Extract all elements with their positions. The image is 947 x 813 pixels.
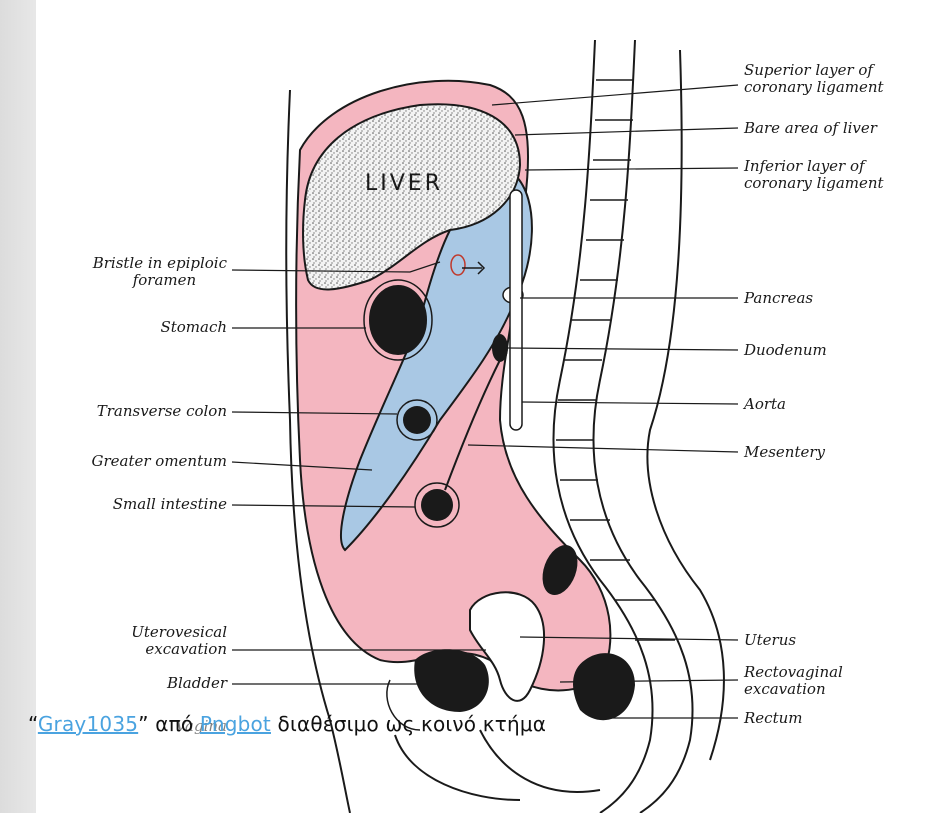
label-duodenum: Duodenum xyxy=(744,342,827,359)
label-mesentery: Mesentery xyxy=(744,444,825,461)
label-transverse-colon: Transverse colon xyxy=(97,403,227,420)
label-uterus: Uterus xyxy=(744,632,796,649)
label-uterovesical: Uterovesical excavation xyxy=(131,624,227,658)
label-bare-area: Bare area of liver xyxy=(744,120,877,137)
label-inferior-layer: Inferior layer of coronary ligament xyxy=(744,158,884,192)
duodenum xyxy=(492,334,508,362)
label-aorta: Aorta xyxy=(744,396,786,413)
stomach xyxy=(370,286,426,354)
bladder xyxy=(414,649,489,712)
caption-link-gray1035[interactable]: Gray1035 xyxy=(38,712,138,736)
label-small-intestine: Small intestine xyxy=(113,496,227,513)
small-intestine xyxy=(421,489,453,521)
caption-middle: ” από xyxy=(138,712,200,736)
label-superior-layer: Superior layer of coronary ligament xyxy=(744,62,884,96)
label-bristle: Bristle in epiploic foramen xyxy=(93,255,227,289)
attribution-caption: “Gray1035” από Pngbot διαθέσιμο ως κοινό… xyxy=(28,712,546,736)
label-greater-omentum: Greater omentum xyxy=(91,453,227,470)
aorta xyxy=(510,190,522,430)
label-bladder: Bladder xyxy=(167,675,227,692)
caption-tail: διαθέσιμο ως κοινό κτήμα xyxy=(271,712,546,736)
label-pancreas: Pancreas xyxy=(744,290,813,307)
caption-open-quote: “ xyxy=(28,712,38,736)
caption-link-pngbot[interactable]: Pngbot xyxy=(200,712,271,736)
transverse-colon xyxy=(403,406,431,434)
liver-label: LIVER xyxy=(365,171,443,196)
label-rectovaginal: Rectovaginal excavation xyxy=(744,664,843,698)
label-rectum: Rectum xyxy=(744,710,802,727)
rectum-lower xyxy=(573,653,635,720)
label-stomach: Stomach xyxy=(160,319,227,336)
